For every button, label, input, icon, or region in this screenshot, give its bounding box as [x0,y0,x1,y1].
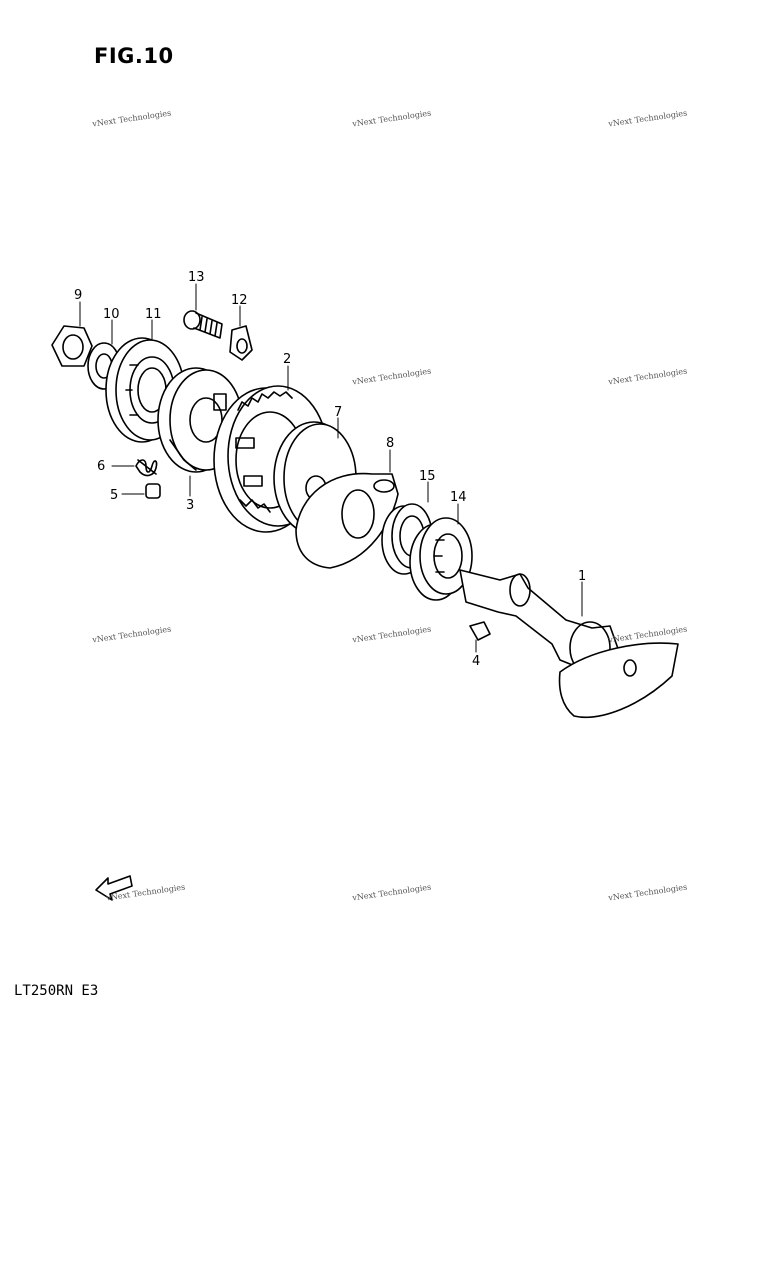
callout-3: 3 [186,498,194,513]
callout-4: 4 [472,654,480,669]
callout-5: 5 [110,488,118,503]
part-1-shaft [459,569,679,718]
callout-14: 14 [450,490,467,505]
figure-title: FIG.10 [94,44,174,68]
callout-11: 11 [145,307,162,322]
callout-9: 9 [74,288,82,303]
callout-6: 6 [97,459,105,474]
part-13-bolt [183,310,223,339]
part-4-key [469,621,491,641]
callout-12: 12 [231,293,248,308]
callout-15: 15 [419,469,436,484]
part-9-nut [51,325,93,367]
callout-2: 2 [283,352,291,367]
callout-8: 8 [386,436,394,451]
fwd-arrow-icon [95,875,133,901]
part-6-spring [135,459,158,477]
callout-1: 1 [578,569,586,584]
part-5-pin [145,483,161,499]
callout-7: 7 [334,405,342,420]
callout-10: 10 [103,307,120,322]
model-code: LT250RN E3 [14,983,99,999]
leader-lines [79,283,583,653]
callout-13: 13 [188,270,205,285]
part-12-lock-plate [229,325,253,361]
part-14-needle-bearing [409,517,473,601]
